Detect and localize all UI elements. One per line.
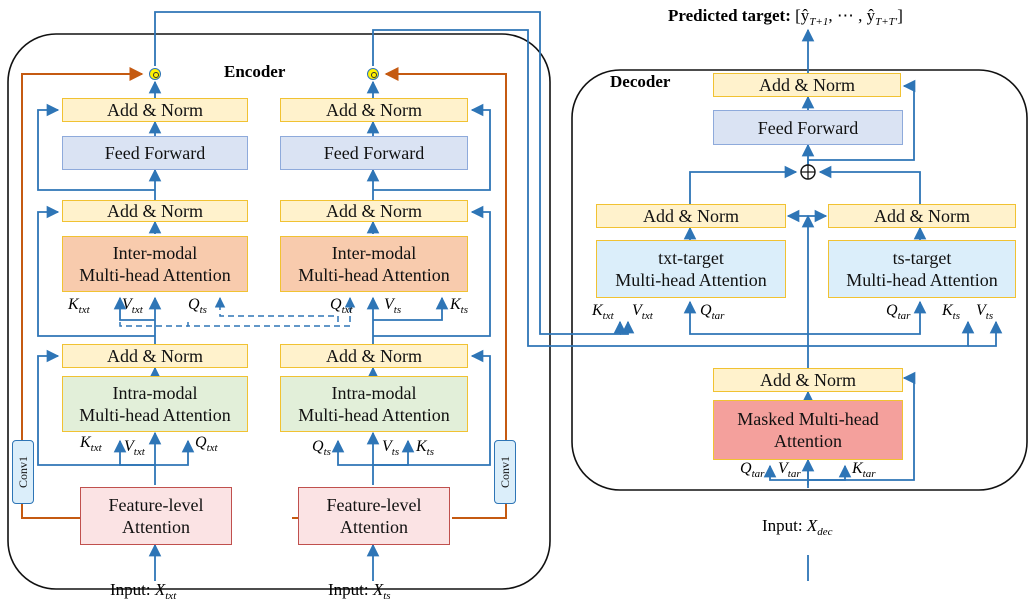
k-ts-intra-label: Kts bbox=[416, 438, 435, 458]
dec-add-norm-bottom: Add & Norm bbox=[713, 368, 903, 392]
v-txt-intra-label: Vtxt bbox=[124, 438, 145, 458]
ts-feed-forward: Feed Forward bbox=[280, 136, 468, 170]
ts-add-norm-mid: Add & Norm bbox=[280, 200, 468, 222]
decoder-title: Decoder bbox=[610, 72, 671, 91]
v-ts-dec-label: Vts bbox=[976, 302, 994, 322]
dec-add-norm-left: Add & Norm bbox=[596, 204, 786, 228]
k-ts-dec-label: Kts bbox=[942, 302, 961, 322]
txt-add-norm-mid: Add & Norm bbox=[62, 200, 248, 222]
dec-add-norm-right: Add & Norm bbox=[828, 204, 1016, 228]
q-txt-intra-label: Qtxt bbox=[195, 434, 218, 454]
v-ts-intra-label: Vts bbox=[382, 438, 400, 458]
k-txt-inter-label: Ktxt bbox=[68, 296, 90, 316]
q-tar-masked-label: Qtar bbox=[740, 460, 765, 480]
q-ts-inter-label: Qts bbox=[188, 296, 207, 316]
k-txt-intra-label: Ktxt bbox=[80, 434, 102, 454]
txt-add-norm-top: Add & Norm bbox=[62, 98, 248, 122]
txt-conv1: Conv1 bbox=[12, 440, 34, 504]
txt-add-norm-low: Add & Norm bbox=[62, 344, 248, 368]
ts-conv1: Conv1 bbox=[494, 440, 516, 504]
k-ts-inter-label: Kts bbox=[450, 296, 469, 316]
ts-add-norm-top: Add & Norm bbox=[280, 98, 468, 122]
q-txt-inter-label: Qtxt bbox=[330, 296, 353, 316]
dec-feed-forward: Feed Forward bbox=[713, 110, 903, 145]
k-tar-masked-label: Ktar bbox=[852, 460, 876, 480]
encoder-frame bbox=[7, 33, 551, 590]
encoder-title: Encoder bbox=[224, 62, 286, 81]
q-tar-txt-label: Qtar bbox=[700, 302, 725, 322]
v-txt-inter-label: Vtxt bbox=[122, 296, 143, 316]
k-txt-dec-label: Ktxt bbox=[592, 302, 614, 322]
input-dec-label: Input: Xdec bbox=[762, 516, 833, 538]
v-ts-inter-label: Vts bbox=[384, 296, 402, 316]
input-ts-label: Input: Xts bbox=[328, 580, 391, 602]
v-tar-masked-label: Vtar bbox=[778, 460, 801, 480]
input-txt-label: Input: Xtxt bbox=[110, 580, 177, 602]
decoder-frame bbox=[571, 69, 1028, 491]
gate-ts-icon bbox=[367, 68, 379, 80]
q-tar-ts-label: Qtar bbox=[886, 302, 911, 322]
txt-feed-forward: Feed Forward bbox=[62, 136, 248, 170]
gate-txt-icon bbox=[149, 68, 161, 80]
v-txt-dec-label: Vtxt bbox=[632, 302, 653, 322]
q-ts-intra-label: Qts bbox=[312, 438, 331, 458]
ts-add-norm-low: Add & Norm bbox=[280, 344, 468, 368]
predicted-target-label: Predicted target: [ŷT+1, ⋯ , ŷT+T′] bbox=[668, 6, 903, 28]
dec-add-norm-top: Add & Norm bbox=[713, 73, 901, 97]
